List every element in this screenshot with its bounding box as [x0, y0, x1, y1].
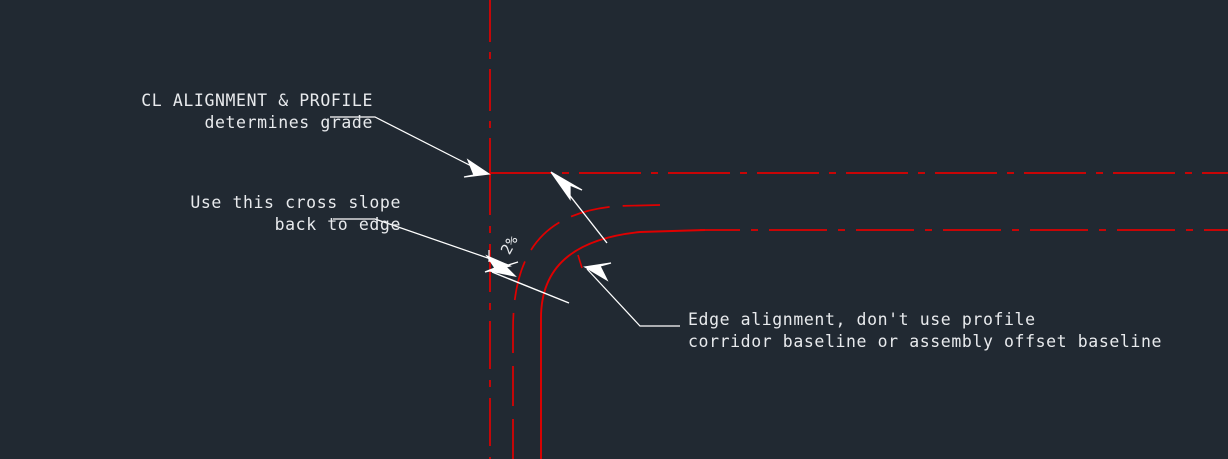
annotation-centerline-note: CL ALIGNMENT & PROFILE determines grade: [113, 90, 373, 134]
annotation-cross-slope-note: Use this cross slope back to edge: [141, 192, 401, 236]
annotation-line: corridor baseline or assembly offset bas…: [688, 332, 1163, 351]
annotation-line: Use this cross slope: [190, 193, 401, 212]
annotation-edge-alignment-note: Edge alignment, don't use profile corrid…: [688, 309, 1163, 353]
edge-tick-mark: [577, 254, 583, 269]
annotation-line: Edge alignment, don't use profile: [688, 310, 1036, 329]
leader-arrowhead-edge-note: [583, 262, 612, 282]
cross-slope-dimension-arrowhead: [487, 261, 519, 278]
curb-return-dashed-curve: [512, 204, 661, 459]
annotation-line: determines grade: [204, 113, 373, 132]
leader-line-crossslope-note: [333, 218, 509, 266]
radius-dimension-arrowhead-top: [550, 171, 583, 201]
leader-line-edge-note: [586, 268, 680, 327]
annotation-line: back to edge: [274, 215, 401, 234]
edge-of-pavement-solid-curve: [540, 229, 706, 459]
cross-slope-dimension-line: [491, 271, 570, 304]
leader-line-centerline-note: [330, 116, 488, 175]
leader-arrowhead-centerline-note: [463, 158, 491, 178]
annotation-line: CL ALIGNMENT & PROFILE: [141, 91, 373, 110]
